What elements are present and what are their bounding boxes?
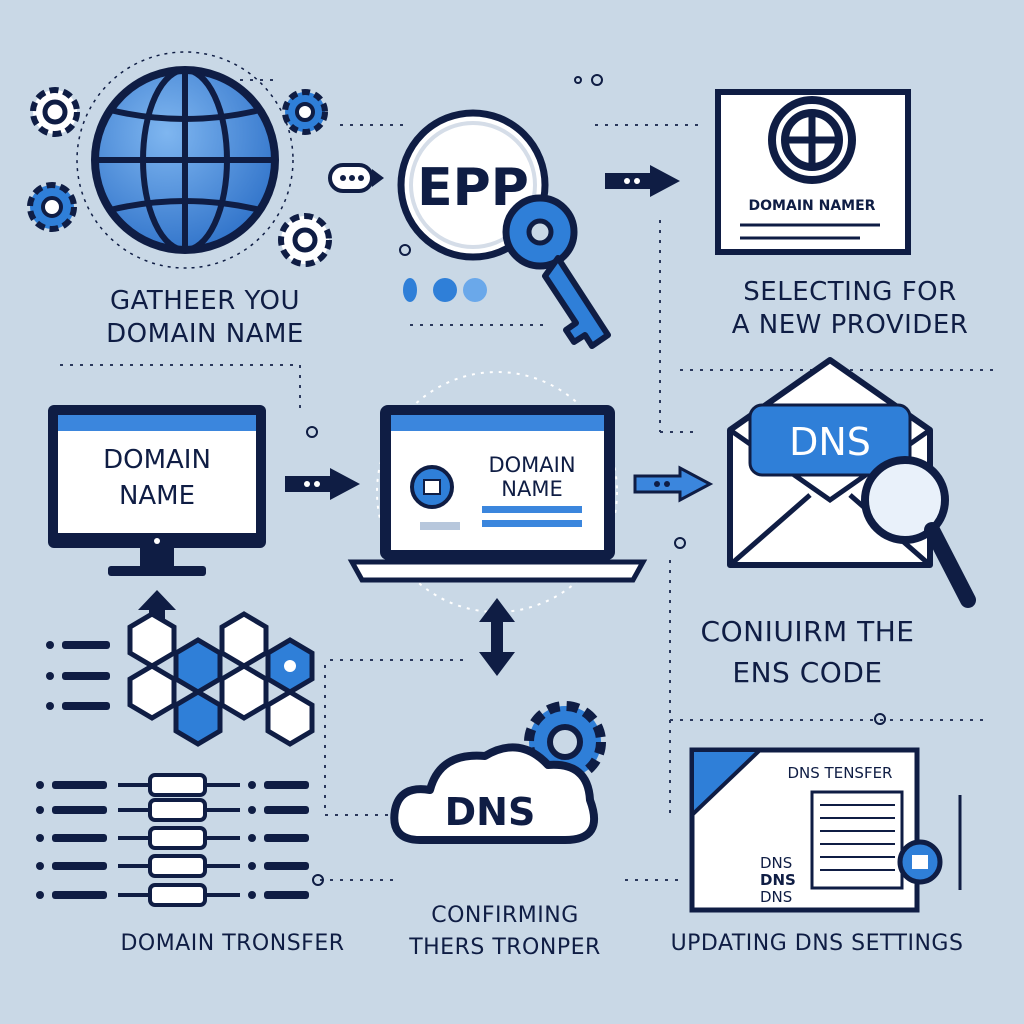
toggle-dots: [403, 278, 487, 302]
hexagon-network: [127, 611, 315, 747]
caption-gather-line2: DOMAIN NAME: [106, 318, 304, 349]
caption-domain-transfer: DOMAIN TRONSFER: [120, 931, 345, 956]
caption-confirming: CONFIRMING THERS TRONPER: [385, 900, 625, 964]
caption-confirming-line1: CONFIRMING: [431, 903, 579, 928]
gear-icon: [30, 87, 80, 137]
arrow-right-icon: [285, 468, 360, 500]
envelope-label: DNS: [789, 420, 871, 464]
caption-confirm-code-line1: CONIUIRM THE: [700, 615, 915, 648]
dns-row-1: DNS: [760, 854, 792, 872]
up-arrow-icon: [138, 590, 176, 625]
caption-select-line1: SELECTING FOR: [743, 277, 957, 307]
arrow-pill-icon: [328, 163, 384, 193]
caption-confirming-line2: THERS TRONPER: [409, 934, 601, 960]
monitor-line2: NAME: [119, 481, 195, 511]
magnifier-icon: [861, 456, 976, 608]
laptop-line1: DOMAIN: [488, 453, 575, 477]
dot-list: [36, 641, 309, 899]
dns-document: DNS TENSFER DNS DNS DNS: [689, 747, 962, 913]
gear-icon: [27, 182, 77, 232]
document-top-label: DOMAIN NAMER: [749, 198, 876, 214]
record-stack: [118, 773, 240, 907]
gear-icon: [278, 213, 332, 267]
caption-updating-dns: UPDATING DNS SETTINGS: [670, 931, 964, 956]
laptop-icon: DOMAIN NAME: [347, 371, 648, 613]
epp-label: EPP: [417, 158, 529, 218]
node-dot: [284, 660, 296, 672]
arrow-right-icon: [605, 165, 680, 197]
dns-document-title: DNS TENSFER: [788, 764, 893, 782]
monitor-icon: DOMAIN NAME: [48, 405, 266, 576]
laptop-line2: NAME: [501, 477, 562, 501]
dns-row-2: DNS: [760, 871, 796, 889]
caption-confirm-code-line2: ENS CODE: [732, 655, 883, 689]
up-down-arrow-icon: [479, 598, 515, 676]
caption-confirm-code: CONIUIRM THE ENS CODE: [680, 612, 935, 693]
caption-gather-line1: GATHEER YOU: [110, 286, 300, 316]
decorative-dots: [306, 74, 886, 886]
caption-select: SELECTING FOR A NEW PROVIDER: [690, 276, 1010, 341]
connector-lines: [60, 79, 1000, 881]
document-card: DOMAIN NAMER: [715, 89, 911, 255]
cloud-label: DNS: [445, 790, 536, 834]
globe-icon: [76, 51, 294, 269]
cloud-icon: DNS: [390, 743, 598, 844]
key-icon: [502, 194, 611, 349]
gear-icon: [282, 89, 328, 135]
dns-row-3: DNS: [760, 888, 792, 906]
monitor-line1: DOMAIN: [103, 445, 211, 475]
caption-gather: GATHEER YOU DOMAIN NAME: [70, 285, 340, 350]
caption-select-line2: A NEW PROVIDER: [731, 309, 969, 340]
arrow-right-icon: [633, 465, 714, 503]
